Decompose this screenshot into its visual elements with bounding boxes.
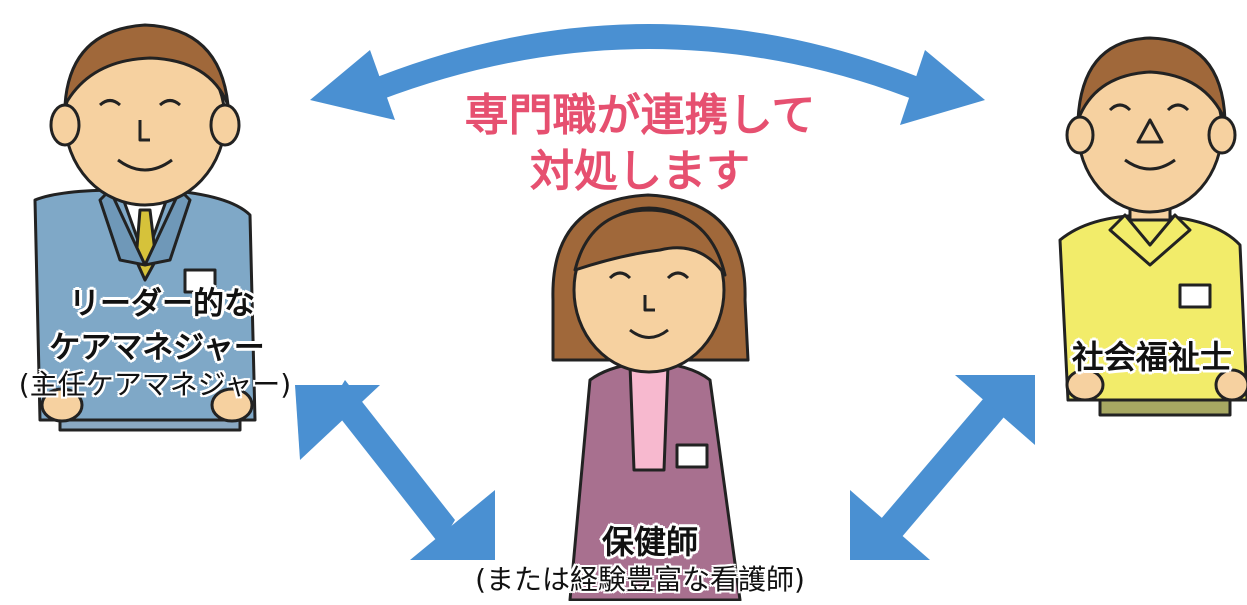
nurse-title: 保健師 — [601, 523, 698, 561]
headline-line2: 対処します — [530, 146, 750, 197]
social-worker-title: 社会福祉士 — [1071, 338, 1232, 376]
headline: 専門職が連携して 対処します — [420, 88, 860, 200]
arrow-leader-nurse — [295, 380, 495, 560]
leader-title-line2: ケアマネジャー — [49, 330, 265, 366]
nurse-figure — [551, 193, 750, 602]
nurse-subtitle: (または経験豊富な看護師) — [475, 563, 805, 596]
arrow-leader-socialworker — [310, 24, 985, 125]
leader-care-manager-figure — [33, 23, 257, 432]
arrow-nurse-socialworker — [850, 375, 1035, 560]
leader-title-line1: リーダー的な — [69, 286, 255, 322]
leader-subtitle: (主任ケアマネジャー) — [18, 368, 292, 401]
social-worker-figure — [1058, 36, 1247, 417]
headline-line1: 専門職が連携して — [464, 90, 816, 141]
